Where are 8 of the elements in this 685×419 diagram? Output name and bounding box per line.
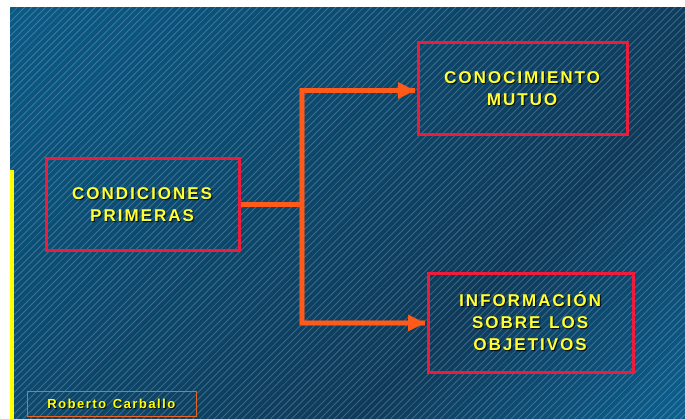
author-name: Roberto Carballo <box>47 395 177 414</box>
concept-box <box>417 41 629 136</box>
concept-box <box>45 157 241 252</box>
concept-label: CONOCIMIENTO MUTUO <box>443 66 603 110</box>
author-box <box>27 391 197 417</box>
concept-label: INFORMACIÓN SOBRE LOS OBJETIVOS <box>458 290 604 356</box>
concept-label: CONDICIONES PRIMERAS <box>71 182 215 226</box>
concept-box <box>427 272 635 374</box>
